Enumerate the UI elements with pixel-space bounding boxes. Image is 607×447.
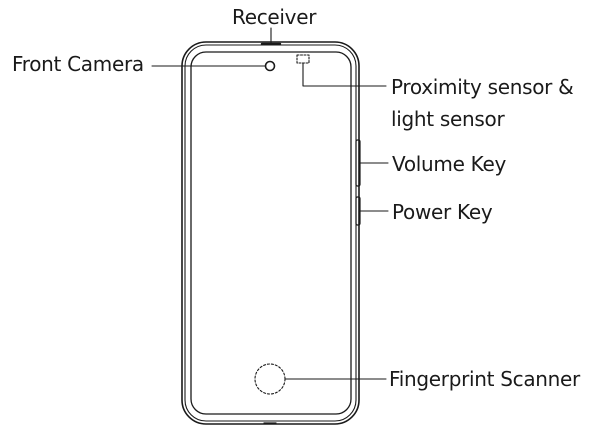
- phone-screen: [190, 51, 352, 415]
- power-key-label: Power Key: [392, 200, 493, 224]
- front-camera-lens: [264, 60, 276, 72]
- proximity-sensor-mark: [296, 54, 310, 64]
- proximity-sensor-label-line2: light sensor: [391, 107, 505, 131]
- proximity-leader: [302, 62, 387, 87]
- proximity-sensor-label-line1: Proximity sensor &: [391, 75, 574, 99]
- volume-key-shape: [355, 139, 361, 187]
- front-camera-label: Front Camera: [12, 52, 144, 76]
- receiver-label: Receiver: [232, 5, 317, 29]
- fingerprint-scanner-circle: [254, 363, 286, 395]
- fingerprint-scanner-label: Fingerprint Scanner: [389, 367, 580, 391]
- phone-outer-body: [181, 41, 360, 425]
- phone-bezel: [184, 44, 357, 422]
- volume-key-label: Volume Key: [392, 152, 507, 176]
- power-key-shape: [355, 196, 361, 226]
